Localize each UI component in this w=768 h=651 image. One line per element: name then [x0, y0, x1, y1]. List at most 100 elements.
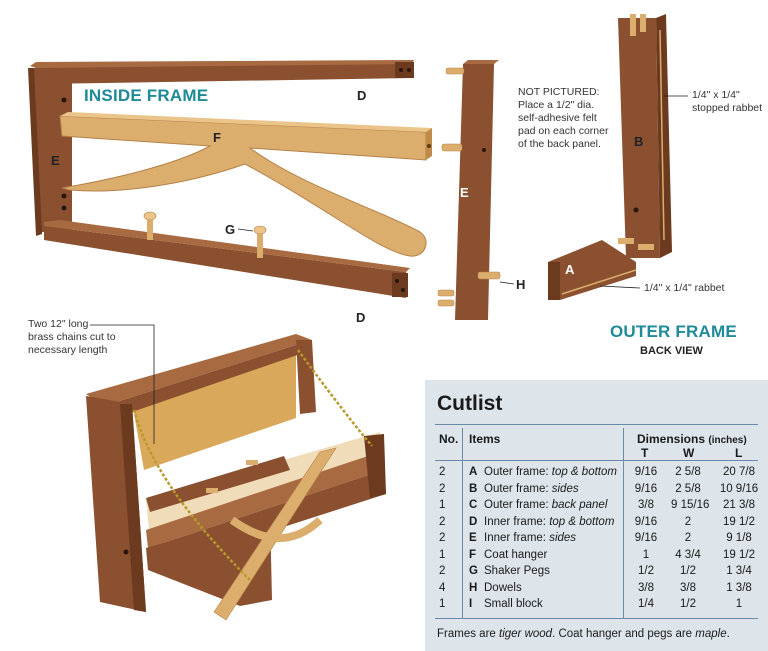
back-view-subtitle: BACK VIEW — [640, 345, 703, 357]
row-thickness: 3/8 — [638, 499, 654, 511]
outer-top-a — [548, 240, 636, 300]
shaker-peg — [253, 225, 267, 258]
rabbet-label: 1/4" x 1/4" rabbet — [644, 282, 725, 294]
row-quantity: 1 — [439, 548, 446, 561]
back-panel — [132, 346, 296, 470]
footer-text: . — [726, 628, 730, 640]
row-part-letter: D — [469, 515, 478, 528]
chains-note: Two 12" long brass chains cut to necessa… — [28, 318, 116, 357]
inner-top-rail-d-top — [30, 60, 414, 68]
row-width: 2 5/8 — [675, 466, 701, 478]
inner-left-side-e-edge — [28, 68, 42, 236]
stopped-rabbet-line — [659, 29, 665, 241]
inner-right-side-e-edge — [463, 60, 499, 64]
row-thickness: 9/16 — [634, 532, 658, 544]
row-length: 19 1/2 — [723, 548, 755, 561]
row-item: Coat hanger — [484, 549, 547, 561]
outer-top-rail-face — [104, 340, 312, 412]
row-part-letter: G — [469, 565, 478, 577]
row-quantity: 2 — [439, 466, 446, 478]
row-thickness: 1/2 — [638, 565, 654, 577]
dowel-h — [437, 289, 455, 297]
inner-bottom-rail-d-end — [392, 273, 408, 297]
row-length: 9 1/8 — [726, 532, 752, 544]
dowel-hole — [61, 193, 67, 199]
dowel-h — [640, 14, 646, 32]
leader-g — [237, 228, 254, 232]
row-thickness: 9/16 — [634, 515, 658, 528]
brass-chain-right — [296, 349, 373, 447]
dowel-h — [630, 14, 636, 36]
header-l: L — [735, 446, 743, 460]
row-length: 1 3/4 — [726, 565, 752, 577]
leader-h — [499, 281, 515, 285]
row-item-label: Outer frame: — [484, 499, 552, 511]
header-dimensions-unit: (inches) — [708, 435, 747, 446]
note-line: 1/4" x 1/4" — [692, 89, 740, 101]
row-quantity: 2 — [439, 532, 446, 544]
note-line: brass chains cut to — [28, 331, 116, 343]
part-label-g: G — [225, 222, 236, 237]
part-label-b: B — [634, 134, 644, 149]
part-label-e-frame: E — [51, 153, 60, 168]
row-item-label: Outer frame: — [484, 482, 552, 495]
part-label-a: A — [565, 262, 575, 277]
row-quantity: 1 — [439, 499, 446, 511]
cutlist-footer: Frames are tiger wood. Coat hanger and p… — [437, 628, 730, 640]
dowel-hole — [401, 288, 405, 292]
row-quantity: 1 — [439, 598, 446, 610]
inner-bottom-rail-d — [44, 226, 406, 298]
leader-rabbet — [599, 285, 641, 289]
inner-left-side-e — [32, 68, 72, 232]
row-part-letter: I — [469, 598, 473, 610]
tray-right-side — [364, 434, 386, 498]
row-length: 1 — [735, 598, 743, 610]
column-divider — [623, 428, 624, 618]
row-part-letter: E — [469, 532, 477, 544]
tray-back-rail — [146, 456, 290, 512]
row-item: Outer frame: sides — [484, 483, 579, 495]
row-item: Dowels — [484, 582, 522, 594]
row-width: 4 3/4 — [675, 548, 701, 561]
row-item-label: Dowels — [484, 581, 522, 594]
row-item-label: Small block — [484, 598, 543, 610]
row-length: 10 9/16 — [719, 482, 759, 495]
part-label-e-side: E — [460, 185, 469, 200]
row-width: 2 — [684, 515, 692, 528]
row-width: 3/8 — [680, 581, 696, 594]
header-t: T — [641, 446, 649, 460]
part-label-f: F — [213, 130, 221, 145]
tray-front-rail — [146, 452, 384, 548]
shaker-peg — [143, 211, 157, 240]
row-part-letter: H — [469, 581, 478, 594]
header-dimensions: Dimensions (inches) — [637, 432, 747, 446]
header-no: No. — [439, 432, 459, 446]
header-items: Items — [469, 432, 501, 446]
row-width: 2 5/8 — [675, 482, 701, 495]
row-quantity: 4 — [439, 581, 446, 594]
cutlist-rule — [435, 424, 758, 425]
row-part-letter: B — [469, 482, 478, 495]
cutlist-panel: Cutlist No. Items Dimensions (inches) T … — [425, 380, 768, 651]
assembled-cabinet — [86, 324, 386, 621]
row-item: Shaker Pegs — [484, 565, 550, 577]
outer-top-a-end — [548, 262, 560, 300]
row-item-label: Inner frame: — [484, 532, 550, 544]
stopped-rabbet-label: 1/4" x 1/4" stopped rabbet — [692, 89, 762, 115]
note-line: Place a 1/2" dia. — [518, 99, 595, 111]
dowel-hole — [482, 148, 486, 152]
tray-coat-hanger-curve — [229, 516, 323, 543]
row-item-label: Outer frame: — [484, 466, 552, 478]
row-quantity: 2 — [439, 515, 446, 528]
tray-peg — [206, 488, 218, 493]
row-item-label: Inner frame: — [484, 515, 550, 528]
row-item-label: Shaker Pegs — [484, 565, 550, 577]
note-line: pad on each corner — [518, 125, 609, 137]
dowel-hole — [61, 205, 67, 211]
